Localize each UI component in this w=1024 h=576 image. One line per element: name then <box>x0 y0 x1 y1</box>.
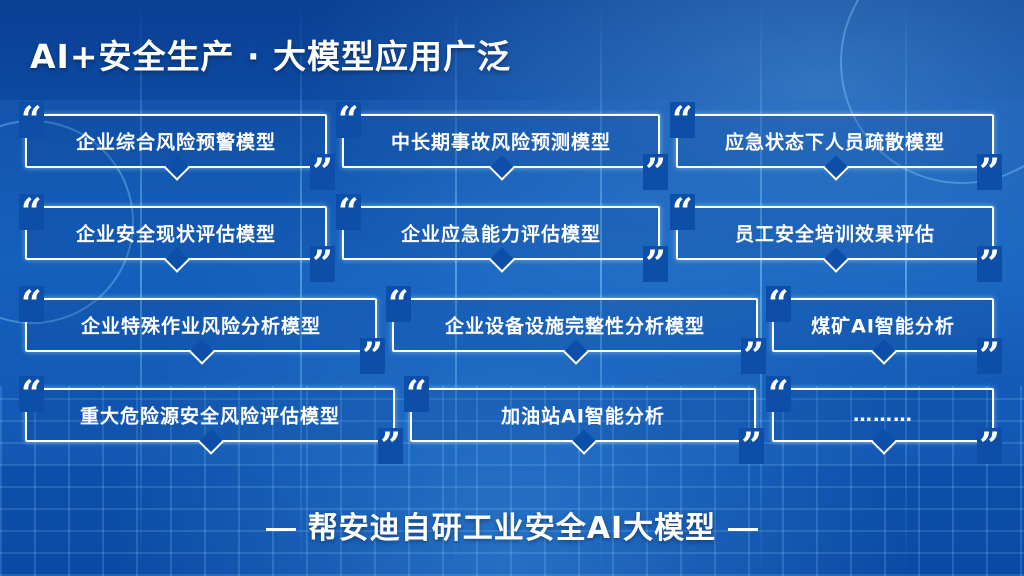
card-label: 企业安全现状评估模型 <box>75 223 276 246</box>
open-quote-icon: “ <box>336 191 361 233</box>
dash-left-icon <box>265 528 296 531</box>
close-quote-icon: ” <box>977 151 1002 193</box>
footer-tagline: 帮安迪自研工业安全AI大模型 <box>0 503 1024 547</box>
model-card: “ ” 中长期事故风险预测模型 <box>336 102 668 190</box>
close-quote-icon: ” <box>643 151 668 193</box>
card-label: 企业综合风险预警模型 <box>75 131 276 154</box>
open-quote-icon: “ <box>766 283 791 325</box>
model-card: “ ” 企业综合风险预警模型 <box>19 102 335 190</box>
model-card: “ ” 企业特殊作业风险分析模型 <box>19 286 385 374</box>
open-quote-icon: “ <box>670 99 695 141</box>
footer-text: 帮安迪自研工业安全AI大模型 <box>307 511 717 546</box>
close-quote-icon: ” <box>310 151 335 193</box>
model-card: “ ” 员工安全培训效果评估 <box>670 194 1002 282</box>
close-quote-icon: ” <box>977 243 1002 285</box>
close-quote-icon: ” <box>643 243 668 285</box>
open-quote-icon: “ <box>336 99 361 141</box>
card-label: 企业设备设施完整性分析模型 <box>444 315 705 338</box>
light-line <box>455 0 457 576</box>
light-line <box>600 0 602 576</box>
close-quote-icon: ” <box>310 243 335 285</box>
close-quote-icon: ” <box>378 425 403 467</box>
light-line <box>905 0 907 576</box>
open-quote-icon: “ <box>19 99 44 141</box>
model-card: “ ” 企业应急能力评估模型 <box>336 194 668 282</box>
card-label: 应急状态下人员疏散模型 <box>724 131 945 154</box>
model-card: “ ” 应急状态下人员疏散模型 <box>670 102 1002 190</box>
card-label: 企业应急能力评估模型 <box>400 223 601 246</box>
card-label: 煤矿AI智能分析 <box>811 315 955 338</box>
light-line <box>760 0 762 576</box>
card-label: 加油站AI智能分析 <box>501 405 665 428</box>
light-line <box>140 0 142 576</box>
close-quote-icon: ” <box>739 425 764 467</box>
model-card: “ ” ……… <box>766 376 1002 464</box>
card-label: 重大危险源安全风险评估模型 <box>79 405 340 428</box>
close-quote-icon: ” <box>360 335 385 377</box>
card-label: 企业特殊作业风险分析模型 <box>80 315 321 338</box>
model-card: “ ” 企业设备设施完整性分析模型 <box>386 286 766 374</box>
card-label: ……… <box>853 404 913 426</box>
page-title: AI+安全生产 · 大模型应用广泛 <box>30 37 511 76</box>
model-card: “ ” 重大危险源安全风险评估模型 <box>19 376 403 464</box>
light-line <box>300 0 302 576</box>
open-quote-icon: “ <box>19 283 44 325</box>
close-quote-icon: ” <box>741 335 766 377</box>
open-quote-icon: “ <box>766 373 791 415</box>
open-quote-icon: “ <box>19 191 44 233</box>
model-card: “ ” 加油站AI智能分析 <box>404 376 764 464</box>
open-quote-icon: “ <box>404 373 429 415</box>
close-quote-icon: ” <box>977 335 1002 377</box>
model-card: “ ” 煤矿AI智能分析 <box>766 286 1002 374</box>
card-label: 员工安全培训效果评估 <box>734 223 935 246</box>
close-quote-icon: ” <box>977 425 1002 467</box>
card-label: 中长期事故风险预测模型 <box>390 131 611 154</box>
model-card: “ ” 企业安全现状评估模型 <box>19 194 335 282</box>
open-quote-icon: “ <box>19 373 44 415</box>
open-quote-icon: “ <box>386 283 411 325</box>
open-quote-icon: “ <box>670 191 695 233</box>
dash-right-icon <box>728 528 759 531</box>
